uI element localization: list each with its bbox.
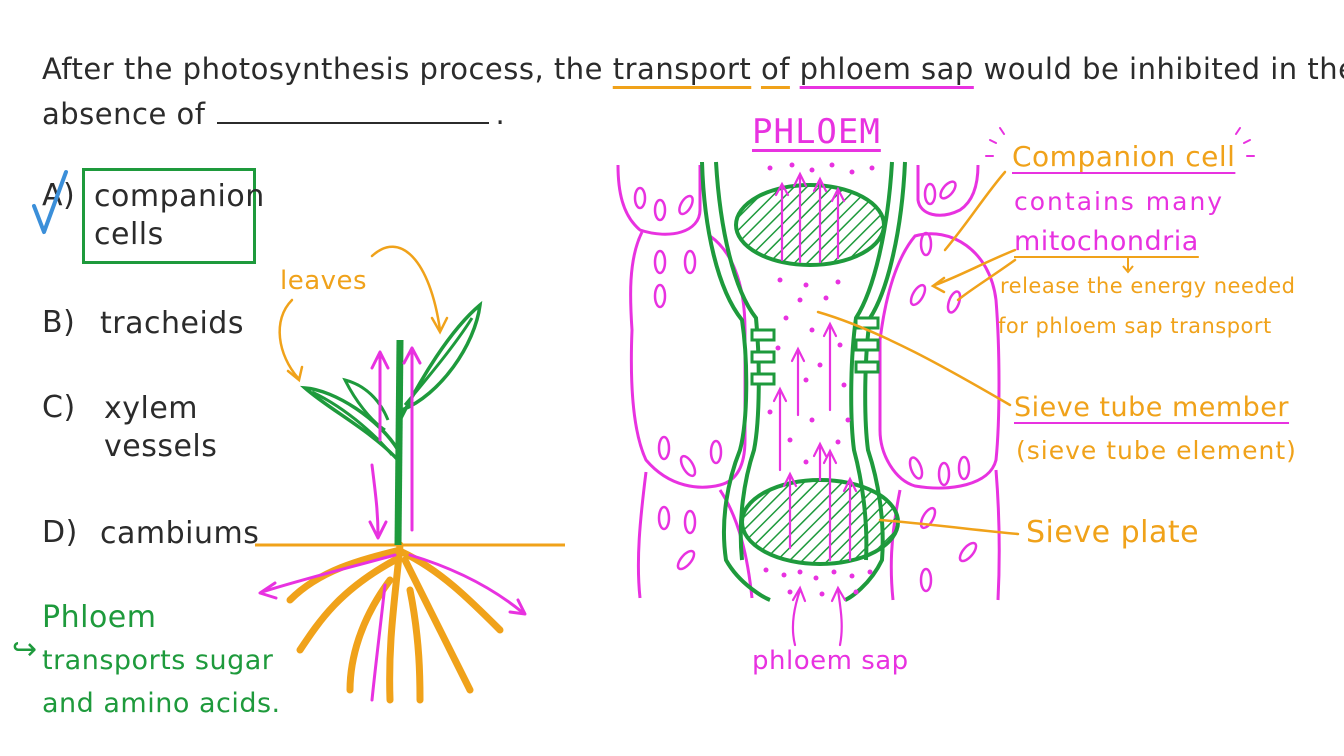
leaves-label: leaves [280, 266, 368, 296]
question-text-absence: absence of [42, 97, 206, 131]
option-c-line1: xylem [104, 391, 199, 426]
option-b-letter[interactable]: B) [42, 305, 76, 340]
checkmark-icon [32, 170, 68, 234]
option-c-line2: vessels [104, 429, 218, 464]
question-keyword-of: of [760, 52, 790, 86]
note-line-1: transports sugar [42, 645, 274, 676]
question-period: . [495, 97, 506, 131]
option-b-text[interactable]: tracheids [100, 306, 244, 341]
mitochondria-label: mitochondria [1014, 226, 1199, 257]
question-line-2: absence of. [42, 97, 505, 131]
diagram-title: PHLOEM [752, 112, 881, 152]
contains-many-label: contains many [1014, 187, 1225, 216]
release-energy-line-2: for phloem sap transport [998, 314, 1272, 338]
answer-blank [217, 122, 490, 124]
question-text-start: After the photosynthesis process, the [42, 52, 613, 86]
option-d-text[interactable]: cambiums [100, 516, 260, 551]
question-keyword-transport: transport [612, 52, 752, 86]
plant-drawing [255, 245, 565, 704]
release-energy-line-1: release the energy needed [1000, 274, 1296, 298]
note-line-2: and amino acids. [42, 688, 281, 719]
sieve-plate-label: Sieve plate [1026, 515, 1200, 550]
option-c-letter[interactable]: C) [42, 390, 76, 425]
option-c-text[interactable]: xylem vessels [104, 390, 217, 466]
phloem-sap-label: phloem sap [752, 646, 909, 676]
sieve-tube-member-label: Sieve tube member [1014, 392, 1290, 423]
phloem-cross-section [616, 127, 1255, 647]
note-title: Phloem [42, 600, 157, 635]
option-a-text[interactable]: companion cells [94, 178, 265, 254]
option-a-line1: companion [94, 179, 265, 214]
option-a-line2: cells [94, 217, 164, 252]
option-d-letter[interactable]: D) [42, 515, 78, 550]
question-keyword-phloem-sap: phloem sap [799, 52, 974, 86]
companion-cell-label: Companion cell [1012, 140, 1236, 173]
question-text-end: would be inhibited in the [973, 52, 1344, 86]
note-arrow-icon: ↪ [12, 632, 38, 667]
sieve-tube-element-label: (sieve tube element) [1016, 436, 1297, 465]
question-line-1: After the photosynthesis process, the tr… [42, 52, 1344, 86]
correct-answer-box [82, 168, 256, 264]
